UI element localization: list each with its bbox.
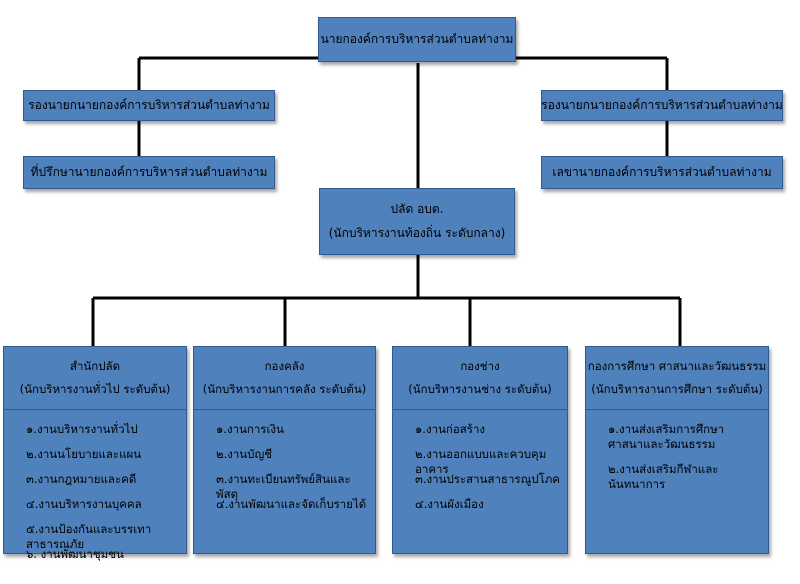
- department-header: กองช่าง (นักบริหารงานช่าง ระดับต้น): [393, 347, 567, 410]
- task-item: ๑.งานบริหารงานทั่วไป: [26, 422, 138, 436]
- secretary-title: เลขานายกองค์การบริหารส่วนตำบลท่างาม: [552, 164, 772, 179]
- department-header: กองคลัง (นักบริหารงานการคลัง ระดับต้น): [194, 347, 375, 410]
- chief-executive-title: นายกองค์การบริหารส่วนตำบลท่างาม: [320, 31, 514, 46]
- right-deputy-title: รองนายกนายกองค์การบริหารส่วนตำบลท่างาม: [541, 97, 783, 112]
- secretary-box: เลขานายกองค์การบริหารส่วนตำบลท่างาม: [541, 156, 783, 189]
- task-item: ๖. งานพัฒนาชุมชน: [26, 547, 124, 561]
- left-deputy-box: รองนายกนายกองค์การบริหารส่วนตำบลท่างาม: [23, 90, 275, 121]
- task-item: ๓.งานทะเบียนทรัพย์สินและพัสดุ: [216, 472, 351, 501]
- task-item: ๑.งานก่อสร้าง: [415, 422, 486, 436]
- department-name: สำนักปลัด: [69, 359, 121, 374]
- department-task-list: ๑.งานการเงิน ๒.งานบัญชี ๓.งานทะเบียนทรัพ…: [194, 422, 375, 522]
- task-item: ๑.งานการเงิน: [216, 422, 284, 436]
- task-item: ๒.งานบัญชี: [216, 447, 273, 461]
- department-box-education: กองการศึกษา ศาสนาและวัฒนธรรม (นักบริหารง…: [585, 346, 769, 554]
- department-role: (นักบริหารงานการศึกษา ระดับต้น): [591, 382, 763, 396]
- department-box-finance: กองคลัง (นักบริหารงานการคลัง ระดับต้น) ๑…: [193, 346, 376, 554]
- chief-executive-box: นายกองค์การบริหารส่วนตำบลท่างาม: [318, 17, 516, 62]
- task-item: ๓.งานกฎหมายและคดี: [26, 472, 137, 486]
- advisor-box: ที่ปรึกษานายกองค์การบริหารส่วนตำบลท่างาม: [23, 156, 275, 189]
- department-box-engineering: กองช่าง (นักบริหารงานช่าง ระดับต้น) ๑.งา…: [392, 346, 568, 554]
- department-box-office: สำนักปลัด (นักบริหารงานทั่วไป ระดับต้น) …: [3, 346, 187, 561]
- task-item: ๕.งานป้องกันและบรรเทาสาธารณภัย: [26, 522, 152, 551]
- task-item: ๒.งานออกแบบและควบคุมอาคาร: [415, 447, 547, 476]
- advisor-title: ที่ปรึกษานายกองค์การบริหารส่วนตำบลท่างาม: [30, 164, 268, 179]
- department-role: (นักบริหารงานทั่วไป ระดับต้น): [19, 382, 171, 396]
- department-task-list: ๑.งานบริหารงานทั่วไป ๒.งานนโยบายและแผน ๓…: [4, 422, 186, 572]
- left-deputy-title: รองนายกนายกองค์การบริหารส่วนตำบลท่างาม: [28, 97, 270, 112]
- department-task-list: ๑.งานก่อสร้าง ๒.งานออกแบบและควบคุมอาคาร …: [393, 422, 567, 522]
- department-header: สำนักปลัด (นักบริหารงานทั่วไป ระดับต้น): [4, 347, 186, 410]
- department-role: (นักบริหารงานการคลัง ระดับต้น): [202, 382, 367, 396]
- task-item: ๒.งานนโยบายและแผน: [26, 447, 142, 461]
- task-item: ๔.งานผังเมือง: [415, 497, 484, 511]
- department-task-list: ๑.งานส่งเสริมการศึกษา ศาสนาและวัฒนธรรม ๒…: [586, 422, 768, 491]
- department-name: กองช่าง: [460, 359, 500, 374]
- task-item: ๓.งานประสานสาธารณูปโภค: [415, 472, 560, 486]
- task-item: ๒.งานส่งเสริมกีฬาและนันทนาการ: [608, 462, 719, 491]
- department-name: กองคลัง: [264, 359, 305, 374]
- department-role: (นักบริหารงานช่าง ระดับต้น): [408, 382, 552, 396]
- task-item: ๔.งานบริหารงานบุคคล: [26, 497, 142, 511]
- right-deputy-box: รองนายกนายกองค์การบริหารส่วนตำบลท่างาม: [541, 90, 783, 121]
- task-item: ๔.งานพัฒนาและจัดเก็บรายได้: [216, 497, 367, 511]
- task-item: ๑.งานส่งเสริมการศึกษา ศาสนาและวัฒนธรรม: [608, 422, 725, 451]
- palat-subtitle: (นักบริหารงานท้องถิ่น ระดับกลาง): [328, 225, 506, 240]
- department-header: กองการศึกษา ศาสนาและวัฒนธรรม (นักบริหารง…: [586, 347, 768, 410]
- palat-title: ปลัด อบต.: [390, 201, 444, 216]
- department-name: กองการศึกษา ศาสนาและวัฒนธรรม: [587, 359, 767, 374]
- palat-box: ปลัด อบต. (นักบริหารงานท้องถิ่น ระดับกลา…: [319, 188, 515, 255]
